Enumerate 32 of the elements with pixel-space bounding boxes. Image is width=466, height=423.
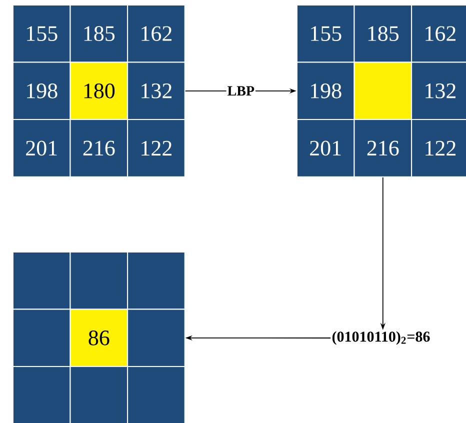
pixel-cell: 180: [70, 62, 128, 120]
pixel-cell: 216: [70, 119, 128, 178]
pixel-cell: 122: [411, 119, 466, 178]
pixel-cell: [354, 62, 412, 120]
pixel-cell: 162: [127, 4, 186, 63]
pixel-cell: [127, 308, 186, 368]
pixel-cell: [70, 366, 128, 423]
pixel-cell: 216: [354, 119, 412, 178]
pixel-cell: 122: [127, 119, 186, 178]
pixel-cell: [12, 308, 71, 368]
pixel-cell: 198: [296, 62, 355, 120]
pixel-cell: 185: [354, 4, 412, 63]
result-label: (01010110)$_{2}$=86: [332, 331, 430, 345]
pixel-cell: [12, 251, 71, 310]
pixel-cell: 132: [127, 62, 186, 120]
pixel-cell: [127, 366, 186, 423]
pixel-cell: 201: [12, 119, 71, 178]
pixel-cell: [12, 366, 71, 423]
pixel-cell: 198: [12, 62, 71, 120]
pixel-cell: [70, 251, 128, 310]
node-label: 162: [426, 26, 456, 41]
pixel-cell: 155: [12, 4, 71, 63]
node-label: 132: [426, 84, 456, 98]
pixel-cell: 155: [296, 4, 355, 63]
pixel-cell: 132: [411, 62, 466, 120]
pixel-cell: 185: [70, 4, 128, 63]
pixel-cell: 86: [70, 308, 128, 368]
pixel-cell: 162: [411, 4, 466, 63]
node-label: 122: [426, 140, 456, 156]
pixel-cell: [127, 251, 186, 310]
edge-label: LBP: [226, 85, 256, 96]
pixel-cell: 201: [296, 119, 355, 178]
